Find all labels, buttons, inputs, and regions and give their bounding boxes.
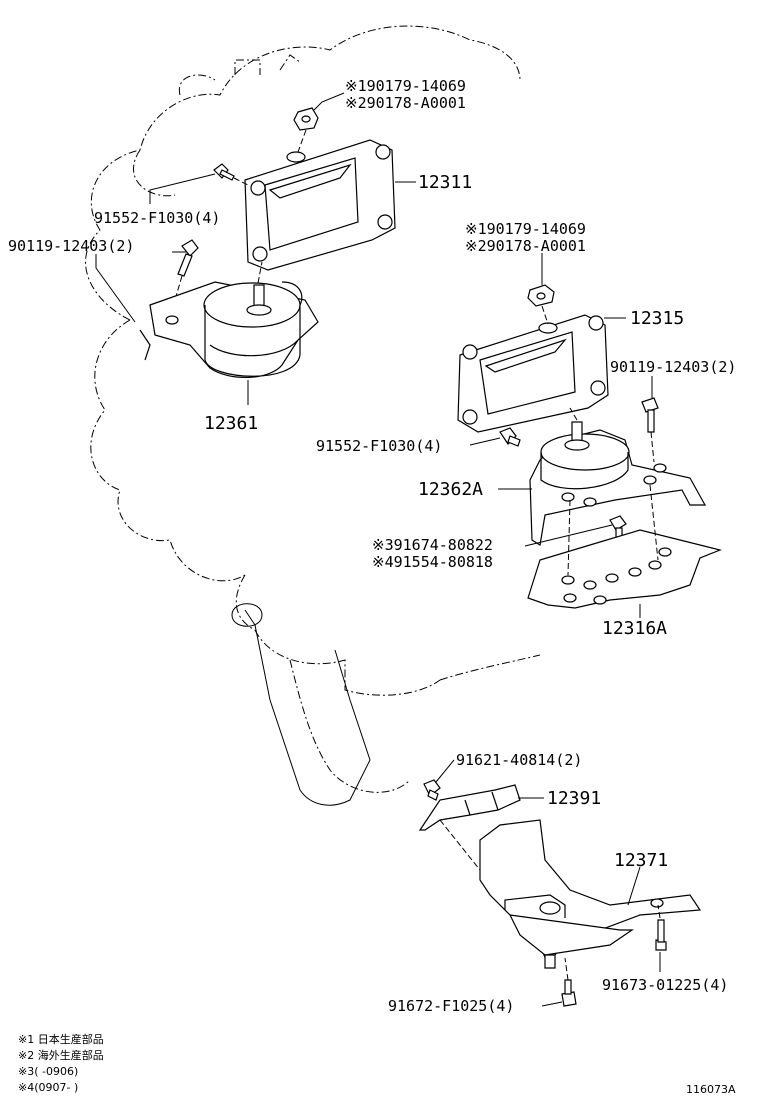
callout-c16: 91673-01225(4) [602, 976, 728, 994]
mount-12361 [139, 281, 319, 378]
bolt-91621 [423, 779, 441, 801]
callout-12311: 12311 [418, 172, 472, 193]
callout-12362A: 12362A [418, 479, 483, 500]
bolt-upper-left [213, 163, 235, 181]
bracket-12371 [479, 819, 702, 969]
bolt-91673 [655, 919, 667, 951]
callout-c9: 91552-F1030(4) [316, 437, 442, 455]
bracket-12315 [457, 314, 609, 433]
callout-c11b: ※491554-80818 [372, 553, 493, 571]
bolt-middle [499, 427, 521, 447]
callout-c13: 91621-40814(2) [456, 751, 582, 769]
plate-12316A [527, 529, 722, 609]
footnote-2: ※2 海外生産部品 [18, 1048, 104, 1062]
callout-c4: 90119-12403(2) [8, 237, 134, 255]
bolt-right [641, 397, 659, 433]
nut-upper-left [293, 107, 319, 131]
callout-c11a: ※391674-80822 [372, 536, 493, 554]
bracket-12391 [418, 784, 521, 831]
callout-c1a: ※190179-14069 [345, 77, 466, 95]
bolt-left [177, 239, 199, 277]
callout-12315: 12315 [630, 308, 684, 329]
callout-12391: 12391 [547, 788, 601, 809]
callout-c3: 91552-F1030(4) [94, 209, 220, 227]
callout-12316A: 12316A [602, 618, 667, 639]
bolt-91672 [561, 979, 577, 1007]
leader-lines [95, 92, 661, 1007]
footnote-1: ※1 日本生産部品 [18, 1032, 104, 1046]
callout-c6b: ※290178-A0001 [465, 237, 586, 255]
callout-c1b: ※290178-A0001 [345, 94, 466, 112]
engine-outline [85, 25, 541, 806]
footnote-3: ※3( -0906) [18, 1065, 78, 1078]
figure-id: 116073A [686, 1083, 736, 1096]
nut-middle [527, 284, 555, 307]
callout-c17: 91672-F1025(4) [388, 997, 514, 1015]
mount-12362A [529, 421, 707, 546]
bracket-12311 [244, 139, 396, 271]
callout-c6a: ※190179-14069 [465, 220, 586, 238]
footnote-4: ※4(0907- ) [18, 1081, 78, 1094]
callout-c8: 90119-12403(2) [610, 358, 736, 376]
callout-12371: 12371 [614, 850, 668, 871]
callout-12361: 12361 [204, 413, 258, 434]
